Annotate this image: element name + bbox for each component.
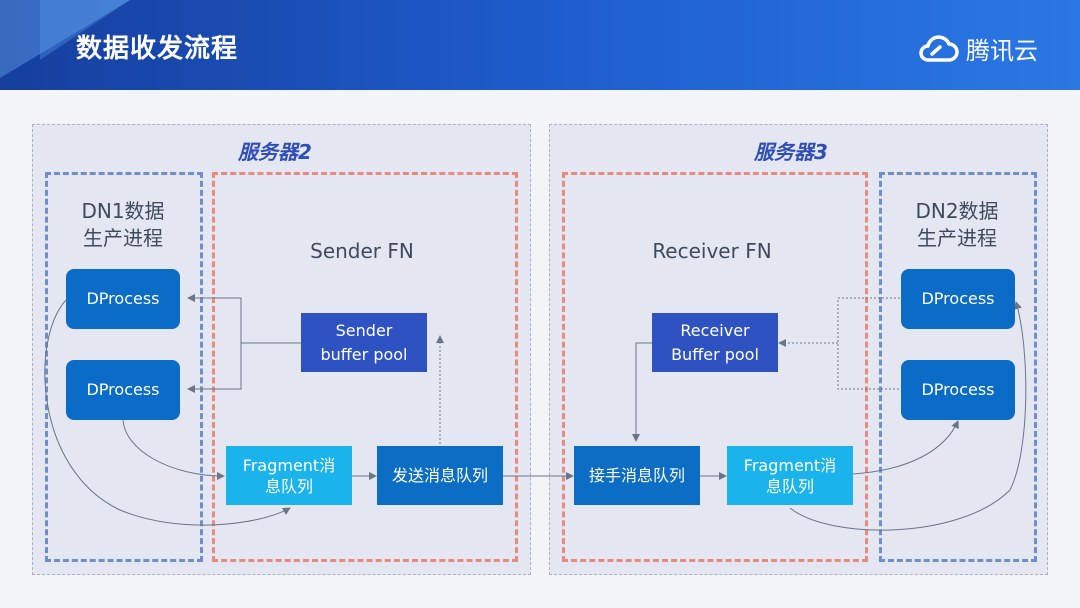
brand-logo: 腾讯云 [918, 30, 1038, 66]
cloud-icon [919, 35, 959, 62]
receiver-fn-group [562, 172, 868, 562]
dprocess-box: DProcess [901, 360, 1015, 420]
receiver-fn-title: Receiver FN [652, 239, 772, 263]
dprocess-box: DProcess [66, 360, 180, 420]
dn2-producer-group [879, 172, 1037, 562]
fragment-queue-line2: 息队列 [264, 476, 313, 496]
receiver-buffer-line2: Buffer pool [671, 344, 759, 364]
dn2-label-line2: 生产进程 [917, 226, 997, 250]
header-decoration-2 [40, 0, 130, 60]
header-decoration [0, 0, 130, 90]
dn1-label-line2: 生产进程 [83, 226, 163, 250]
dn1-label-line1: DN1数据 [81, 199, 165, 223]
brand-name: 腾讯云 [966, 36, 1038, 65]
fragment-queue-receiver: Fragment消 息队列 [727, 446, 853, 505]
fragment-queue-line1: Fragment消 [743, 455, 837, 475]
header-bar [0, 0, 1080, 90]
server2-title: 服务器2 [238, 140, 312, 164]
receive-message-queue: 接手消息队列 [574, 446, 700, 505]
receiver-buffer-pool: Receiver Buffer pool [652, 313, 778, 372]
dprocess-box: DProcess [66, 269, 180, 329]
server3-title: 服务器3 [754, 140, 828, 164]
dn1-producer-group [45, 172, 203, 562]
page-title: 数据收发流程 [76, 34, 239, 64]
dprocess-box: DProcess [901, 269, 1015, 329]
send-message-queue: 发送消息队列 [377, 446, 503, 505]
fragment-queue-sender: Fragment消 息队列 [226, 446, 352, 505]
sender-buffer-pool: Sender buffer pool [301, 313, 427, 372]
receiver-buffer-line1: Receiver [680, 320, 750, 340]
sender-buffer-line2: buffer pool [320, 344, 408, 364]
sender-fn-group [212, 172, 518, 562]
dn2-producer-label: DN2数据 生产进程 [882, 198, 1032, 252]
sender-fn-title: Sender FN [310, 239, 414, 263]
dn1-producer-label: DN1数据 生产进程 [48, 198, 198, 252]
fragment-queue-line1: Fragment消 [242, 455, 336, 475]
dn2-label-line1: DN2数据 [915, 199, 999, 223]
sender-buffer-line1: Sender [335, 320, 393, 340]
fragment-queue-line2: 息队列 [765, 476, 814, 496]
